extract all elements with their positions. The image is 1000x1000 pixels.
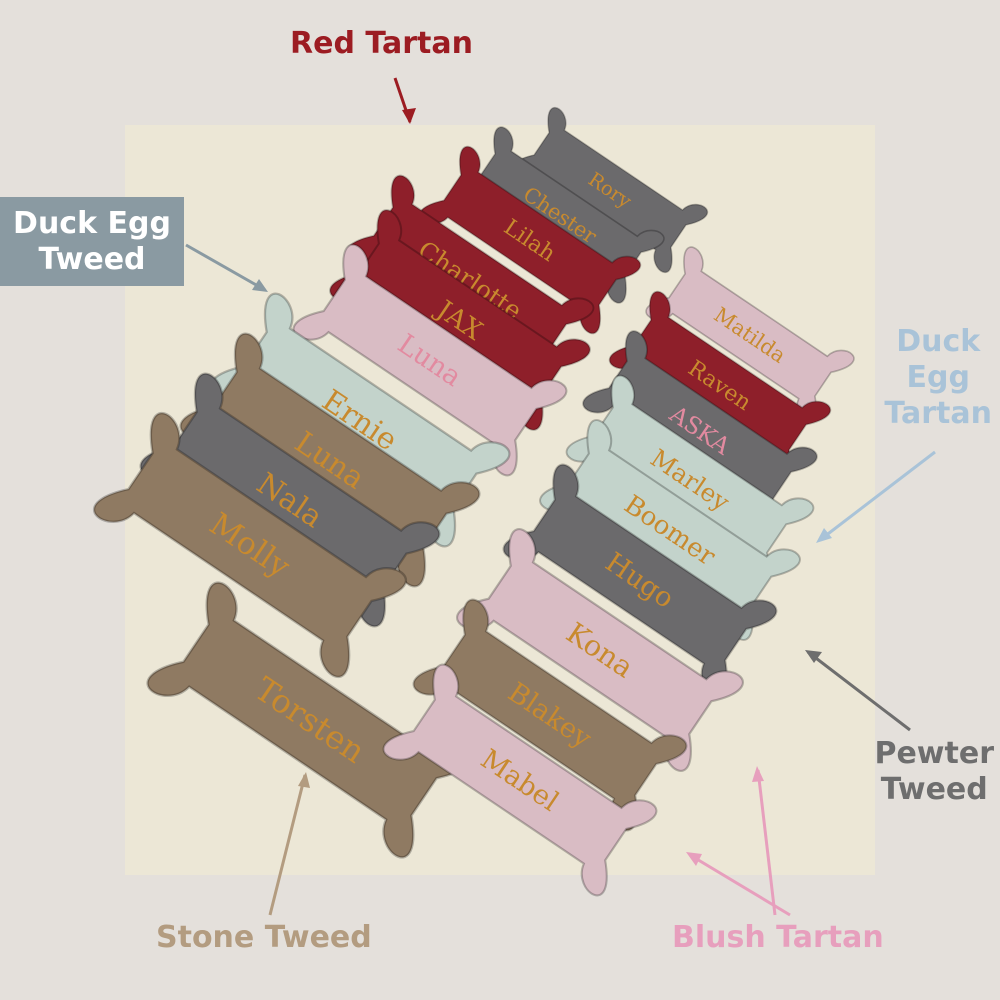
label-pewter-tweed-line1: Pewter [874,736,994,771]
bone-shape [92,412,408,678]
bone-shape [382,663,658,897]
label-duck-egg-tweed-line1: Duck Egg [13,205,171,241]
label-red-tartan: Red Tartan [290,26,473,61]
bone-toy: Blakey [412,598,688,832]
bone-toy: Rory [511,106,709,274]
bone-toy: Molly [92,412,408,678]
label-duck-egg-tweed-line2: Tweed [38,241,146,277]
bone-shape [412,598,688,832]
bone-toys-group: RoryChesterLilahCharlotteJAXLunaErnieLun… [92,106,855,897]
label-duck-egg-tartan-line3: Tartan [884,396,992,431]
label-pewter-tweed-line2: Tweed [880,772,988,807]
arrows [185,77,936,917]
label-stone-tweed: Stone Tweed [156,920,372,955]
label-duck-egg-tweed: Duck Egg Tweed [0,197,184,286]
label-blush-tartan: Blush Tartan [672,920,884,955]
bone-toy: Luna [292,243,568,477]
label-duck-egg-tartan-line1: Duck [896,324,981,359]
bone-toy: Hugo [502,463,778,697]
bone-shape [565,374,815,586]
label-duck-egg-tartan-line2: Egg [906,360,970,395]
bone-toy: Raven [608,290,832,480]
bone-shape [146,581,474,859]
bone-shape [582,330,818,530]
bone-shape [608,290,832,480]
label-pewter-tweed: Pewter Tweed [874,736,994,808]
label-duck-egg-tartan: Duck Egg Tartan [884,324,992,432]
